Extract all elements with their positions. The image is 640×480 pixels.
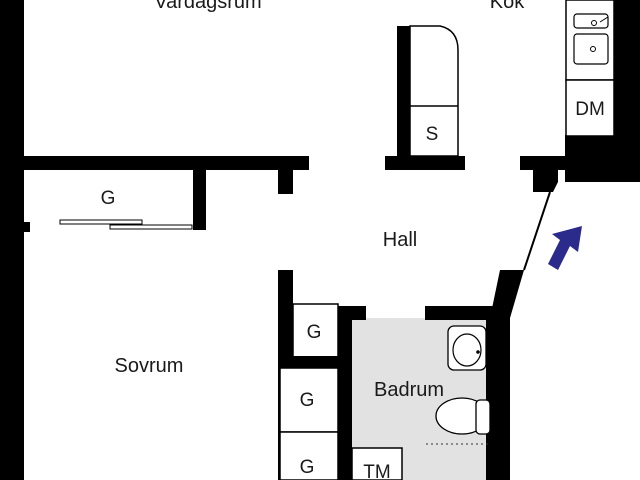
bathroom-wall-right [486,306,510,480]
fixture-label-wardrobe-hall-1: G [307,322,322,343]
wardrobe-hall-2-box [279,367,339,433]
wall-fridge-bottom [385,156,465,170]
room-label-kitchen: Kök [490,0,525,13]
wall-entry-corner [533,170,558,192]
bathroom-wall-top-left [338,306,366,320]
fixture-label-dishwasher: DM [575,99,605,120]
room-label-living: Vardagsrum [154,0,261,13]
sink-icon [447,325,487,371]
fridge-outline [409,25,459,157]
wall-living-bedroom [24,156,309,170]
wall-stub-hall [278,170,293,194]
kitchen-sink-icon [573,13,609,65]
dishwasher-box [565,79,615,137]
fixture-label-fridge: S [426,124,439,145]
washer-box [351,447,403,480]
room-label-bedroom: Sovrum [115,355,184,377]
toilet-icon [435,397,491,435]
wardrobe-hall-3-box [279,431,339,480]
fixture-label-wardrobe-hall-2: G [300,390,315,411]
wall-tick-left [24,222,30,232]
entrance-arrow-icon [548,226,582,270]
sliding-door-1 [59,219,143,225]
outer-wall-left [0,0,24,480]
wall-wardrobe-divider [293,356,350,368]
wardrobe-bedroom-wall [193,170,206,230]
entrance-door-line [523,191,551,271]
room-label-bathroom: Badrum [374,379,444,401]
kitchen-corner-wall [565,135,640,182]
fixture-label-washer: TM [363,462,390,480]
wall-kitchen-entry [520,156,570,170]
bathroom-wall-left [338,306,352,480]
fixture-label-wardrobe-bedroom: G [101,188,116,209]
fixture-label-wardrobe-hall-3: G [300,457,315,478]
bathroom-wall-top-right [425,306,490,320]
room-label-hall: Hall [383,229,417,251]
sliding-door-2 [109,224,193,230]
fridge-wall-left [397,26,410,158]
